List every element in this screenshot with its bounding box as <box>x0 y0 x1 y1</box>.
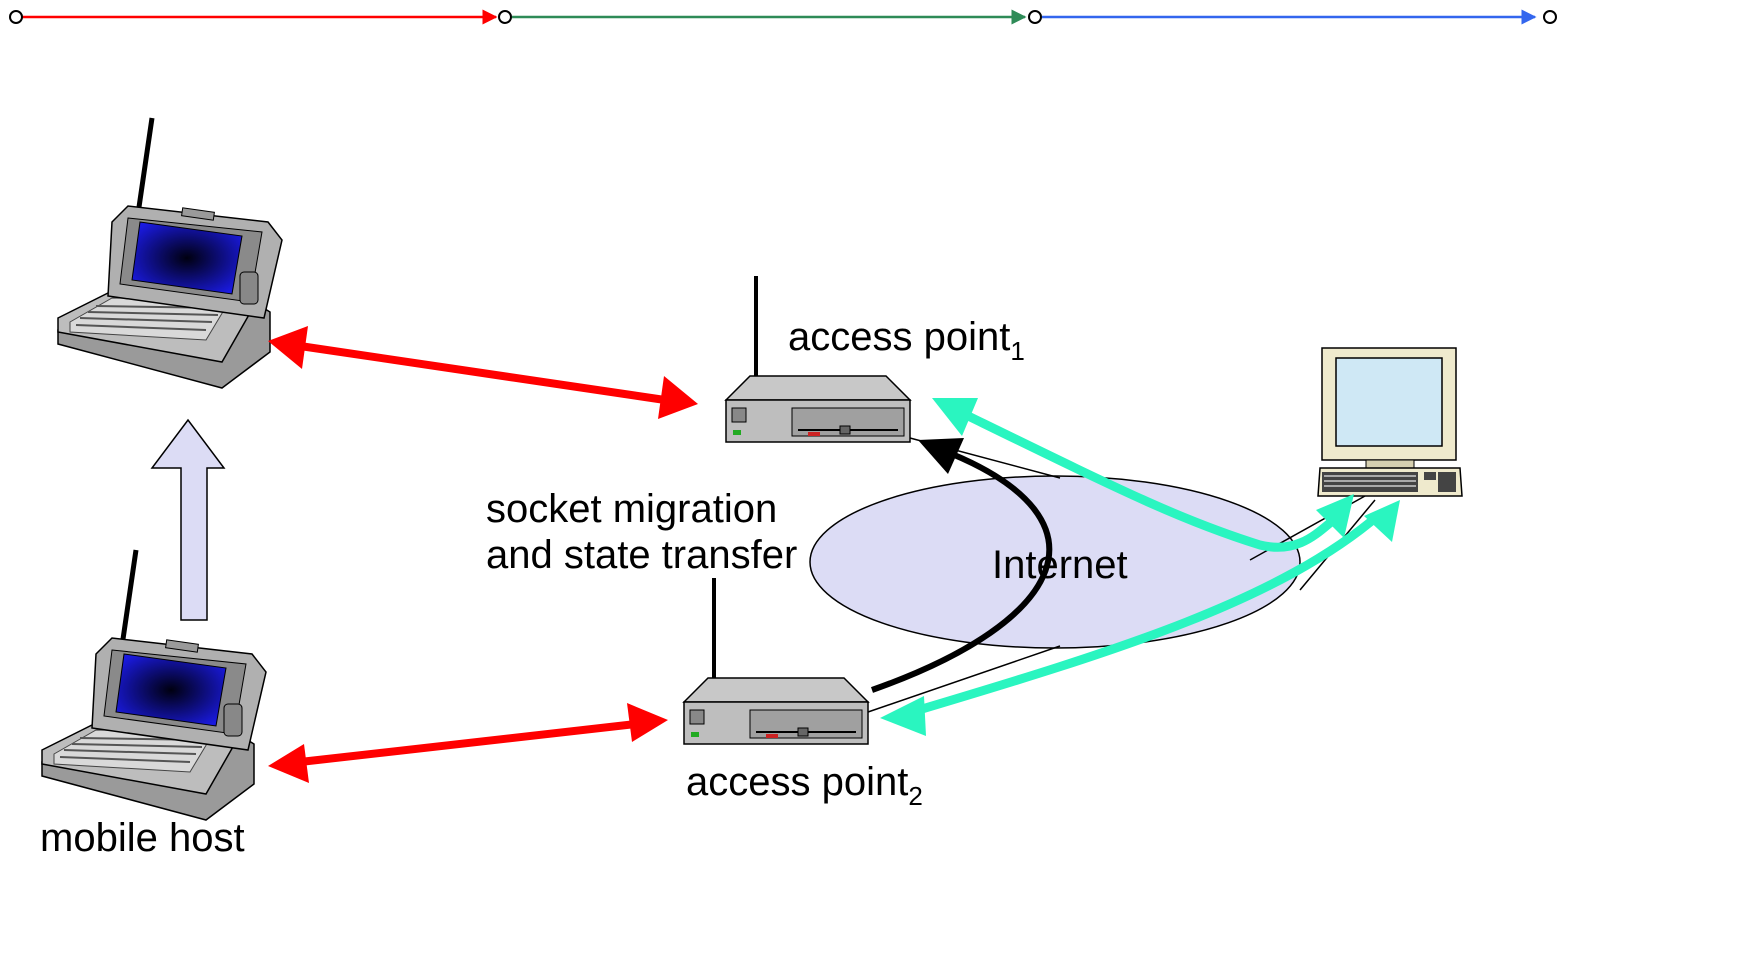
access-point-1-label: access point1 <box>788 315 1025 366</box>
tcp-flow-old <box>932 398 1354 552</box>
wireless-link-1 <box>268 326 698 419</box>
state-transfer-arrow <box>870 438 1053 693</box>
timeline <box>9 9 1557 25</box>
timeline-node <box>498 10 512 24</box>
laptop-icon <box>58 118 282 388</box>
wireless-link-2 <box>268 703 668 783</box>
move-arrow <box>150 418 226 621</box>
access-point-2-label: access point2 <box>686 760 923 811</box>
timeline-node <box>1543 10 1557 24</box>
socket-migration-label-line2: and state transfer <box>486 533 797 577</box>
socket-migration-label-line1: socket migration <box>486 487 777 531</box>
access-point-icon <box>724 274 912 444</box>
desktop-computer-icon <box>1317 347 1463 497</box>
laptop-icon <box>42 550 266 820</box>
timeline-node <box>1028 10 1042 24</box>
timeline-node <box>9 10 23 24</box>
mobile-host-label: mobile host <box>40 816 245 860</box>
tcp-flow-new <box>880 500 1400 736</box>
internet-label: Internet <box>992 543 1128 587</box>
